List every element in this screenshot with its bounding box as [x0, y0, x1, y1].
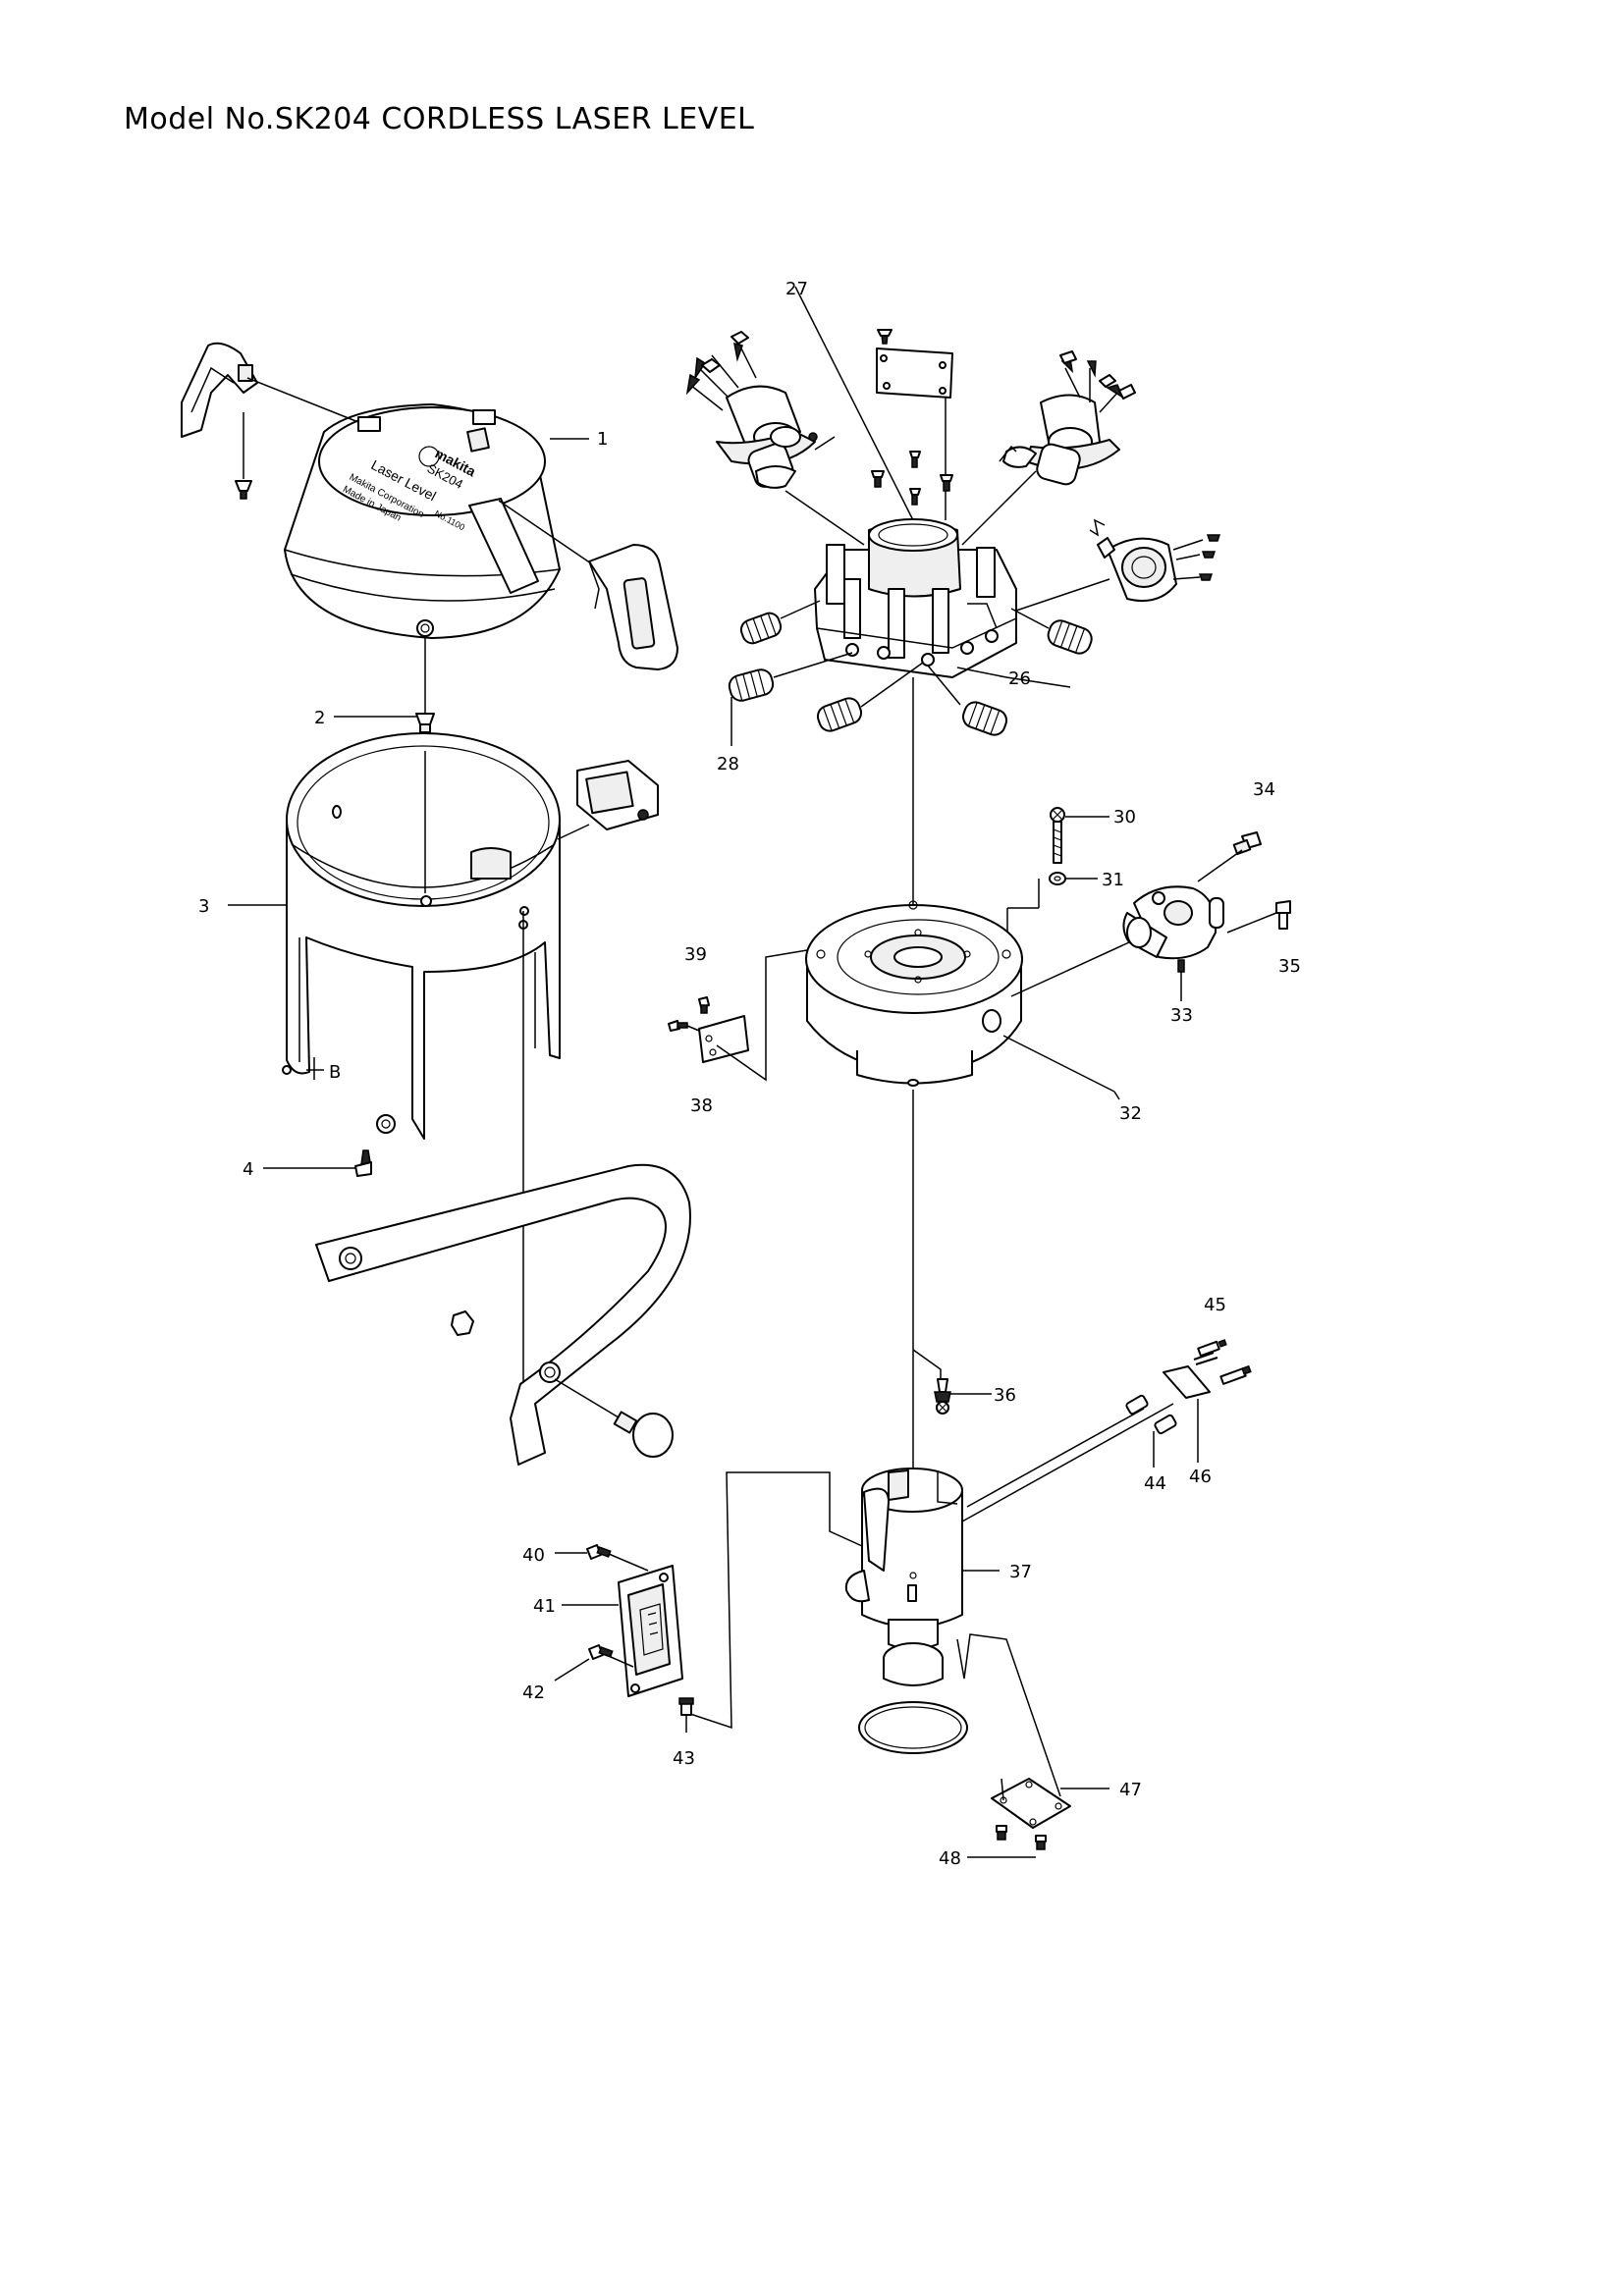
lower-housing: [686, 1403, 1174, 1797]
part-label-46: 46: [1189, 1467, 1212, 1487]
part-label-43: 43: [673, 1748, 695, 1769]
part-label-4: 4: [243, 1159, 253, 1180]
screw-2: [334, 636, 435, 733]
right-optics-module: [961, 350, 1136, 546]
part-label-37: 37: [1009, 1562, 1032, 1582]
access-cover: [557, 760, 659, 840]
part-label-28: 28: [717, 754, 739, 774]
part-label-40: 40: [522, 1545, 545, 1566]
page-title: Model No.SK204 CORDLESS LASER LEVEL: [124, 102, 755, 136]
screw-4: [263, 1149, 372, 1177]
section-mark-b: B: [329, 1062, 341, 1083]
cover-logo-mark: [418, 446, 440, 467]
motor-unit: [1122, 831, 1291, 1001]
part-label-35: 35: [1278, 956, 1301, 977]
bracket-38: [668, 949, 808, 1082]
left-optics-module: [685, 331, 865, 546]
part-label-39: 39: [684, 944, 707, 965]
sensor-plate: [967, 1778, 1109, 1858]
part-label-1: 1: [597, 429, 608, 450]
part-label-33: 33: [1170, 1005, 1193, 1026]
part-label-3: 3: [198, 896, 209, 917]
rotating-base: [805, 879, 1130, 1093]
wire-harness: [1125, 1339, 1252, 1468]
leader-lines: [228, 438, 1120, 1100]
screw-30-washer-31: [1049, 807, 1109, 885]
part-label-47: 47: [1119, 1780, 1142, 1800]
carry-strap: [315, 1163, 691, 1466]
side-sensor-module: [1015, 518, 1221, 612]
cylinder-housing: B: [282, 732, 561, 1433]
right-handle-clip: [498, 500, 678, 670]
part-label-48: 48: [939, 1848, 961, 1869]
part-label-41: 41: [533, 1596, 556, 1617]
left-clip: [181, 342, 359, 500]
top-cover: makita SK204 Laser Level No.1100 Makita …: [284, 403, 561, 639]
cover-plate-27: [794, 286, 953, 521]
part-label-2: 2: [314, 708, 325, 728]
part-label-30: 30: [1113, 807, 1136, 828]
part-label-38: 38: [690, 1095, 713, 1116]
part-number-labels: 1 2 3 4 26 27 28 30 31 32 33 34 35 36 37…: [198, 279, 1301, 1869]
part-label-26: 26: [1008, 668, 1031, 689]
part-label-31: 31: [1102, 870, 1124, 890]
part-label-32: 32: [1119, 1103, 1142, 1124]
part-label-36: 36: [994, 1385, 1016, 1406]
screw-36: [912, 1349, 992, 1415]
part-label-44: 44: [1144, 1473, 1166, 1494]
part-label-34: 34: [1253, 779, 1275, 800]
springs-28: [728, 600, 1093, 746]
switch-plate: [554, 1544, 694, 1733]
part-label-45: 45: [1204, 1295, 1226, 1315]
pendulum-chassis: [814, 518, 1017, 678]
part-label-42: 42: [522, 1682, 545, 1703]
part-label-27: 27: [785, 279, 808, 299]
